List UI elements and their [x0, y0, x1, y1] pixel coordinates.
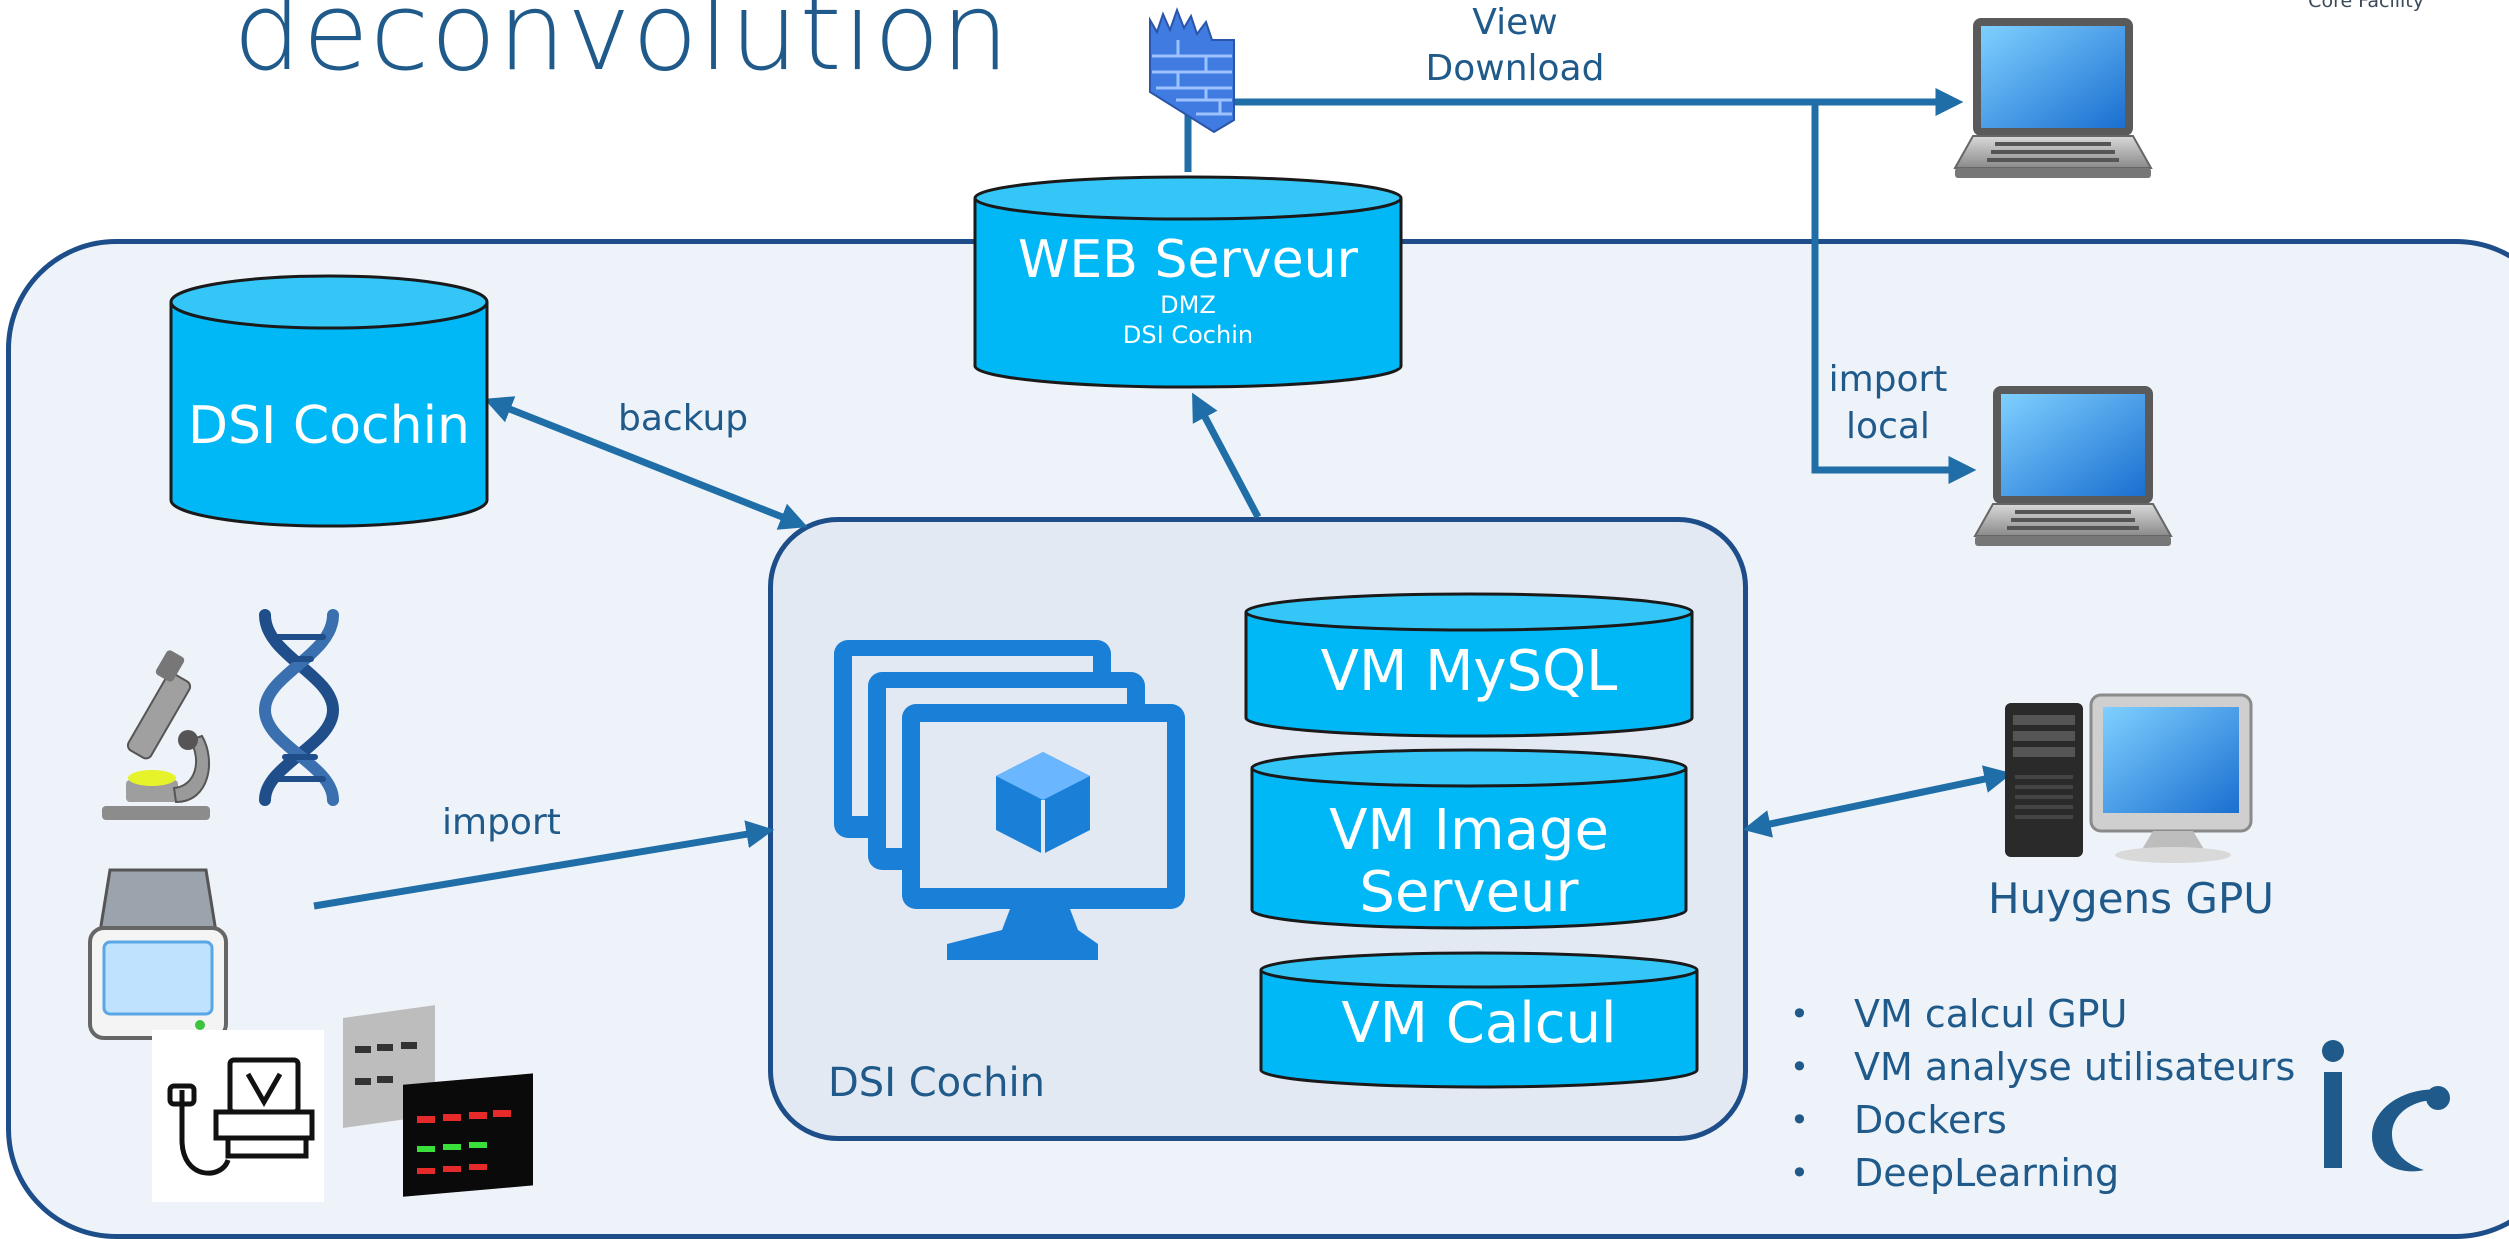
web-serveur-label: WEB Serveur DMZ DSI Cochin	[975, 230, 1401, 350]
view-label: View	[1472, 2, 1558, 43]
vm-image-line2: Serveur	[1359, 860, 1579, 925]
web-serveur-line2: DSI Cochin	[1122, 321, 1254, 349]
view-download-label: View Download	[1400, 0, 1630, 92]
virtual-machines-icon	[834, 640, 1185, 960]
backup-label: backup	[618, 398, 749, 439]
list-item: VM calcul GPU	[1790, 988, 2295, 1041]
page-title: deconvolution	[233, 0, 1011, 95]
cylinder-vm-image-serveur	[1250, 748, 1688, 930]
laptop-icon-2	[1973, 386, 2173, 546]
import-arrow	[313, 820, 775, 910]
laptop-icon-1	[1953, 18, 2153, 178]
gel-blot-icon	[343, 1005, 533, 1197]
dsi-cochin-panel-label: DSI Cochin	[828, 1060, 1045, 1106]
view-download-arrow	[1184, 88, 1964, 172]
list-item: DeepLearning	[1790, 1147, 2295, 1200]
web-serveur-title: WEB Serveur	[1018, 230, 1358, 290]
vm-image-line1: VM Image	[1329, 798, 1609, 863]
cylinder-vm-calcul	[1259, 951, 1699, 1089]
cylinder-vm-mysql	[1244, 592, 1694, 738]
desktop-computer-icon	[2005, 693, 2253, 863]
dsi-cochin-cylinder-label: DSI Cochin	[188, 396, 470, 456]
dna-icon	[258, 609, 340, 806]
scanner-icon	[88, 868, 228, 1040]
vm-features-list: VM calcul GPU VM analyse utilisateurs Do…	[1790, 988, 2295, 1200]
import-local-line1: import	[1828, 359, 1948, 400]
microscope-icon	[102, 650, 210, 820]
ultrasound-icon	[152, 1030, 324, 1202]
vm-calcul-label: VM Calcul	[1341, 991, 1617, 1056]
backup-arrow	[484, 396, 808, 530]
logo-icon	[2322, 1040, 2450, 1172]
vm-mysql-label: VM MySQL	[1320, 639, 1618, 704]
import-local-label: import local	[1818, 356, 1958, 450]
download-label: Download	[1425, 48, 1605, 89]
import-local-line2: local	[1846, 406, 1930, 447]
list-item: VM analyse utilisateurs	[1790, 1041, 2295, 1094]
import-label: import	[442, 802, 561, 843]
list-item: Dockers	[1790, 1094, 2295, 1147]
web-serveur-line1: DMZ	[1160, 291, 1216, 319]
cylinder-web-serveur	[973, 175, 1403, 389]
import-local-arrow	[1811, 102, 1977, 484]
corner-caption: Core Facility	[2308, 0, 2424, 12]
publish-arrow	[1192, 392, 1262, 519]
huygens-arrow	[1742, 765, 2013, 838]
firewall-icon	[1149, 7, 1235, 134]
huygens-gpu-label: Huygens GPU	[1988, 874, 2275, 923]
vm-image-serveur-label: VM Image Serveur	[1252, 800, 1686, 924]
cylinder-dsi-cochin	[169, 274, 489, 528]
